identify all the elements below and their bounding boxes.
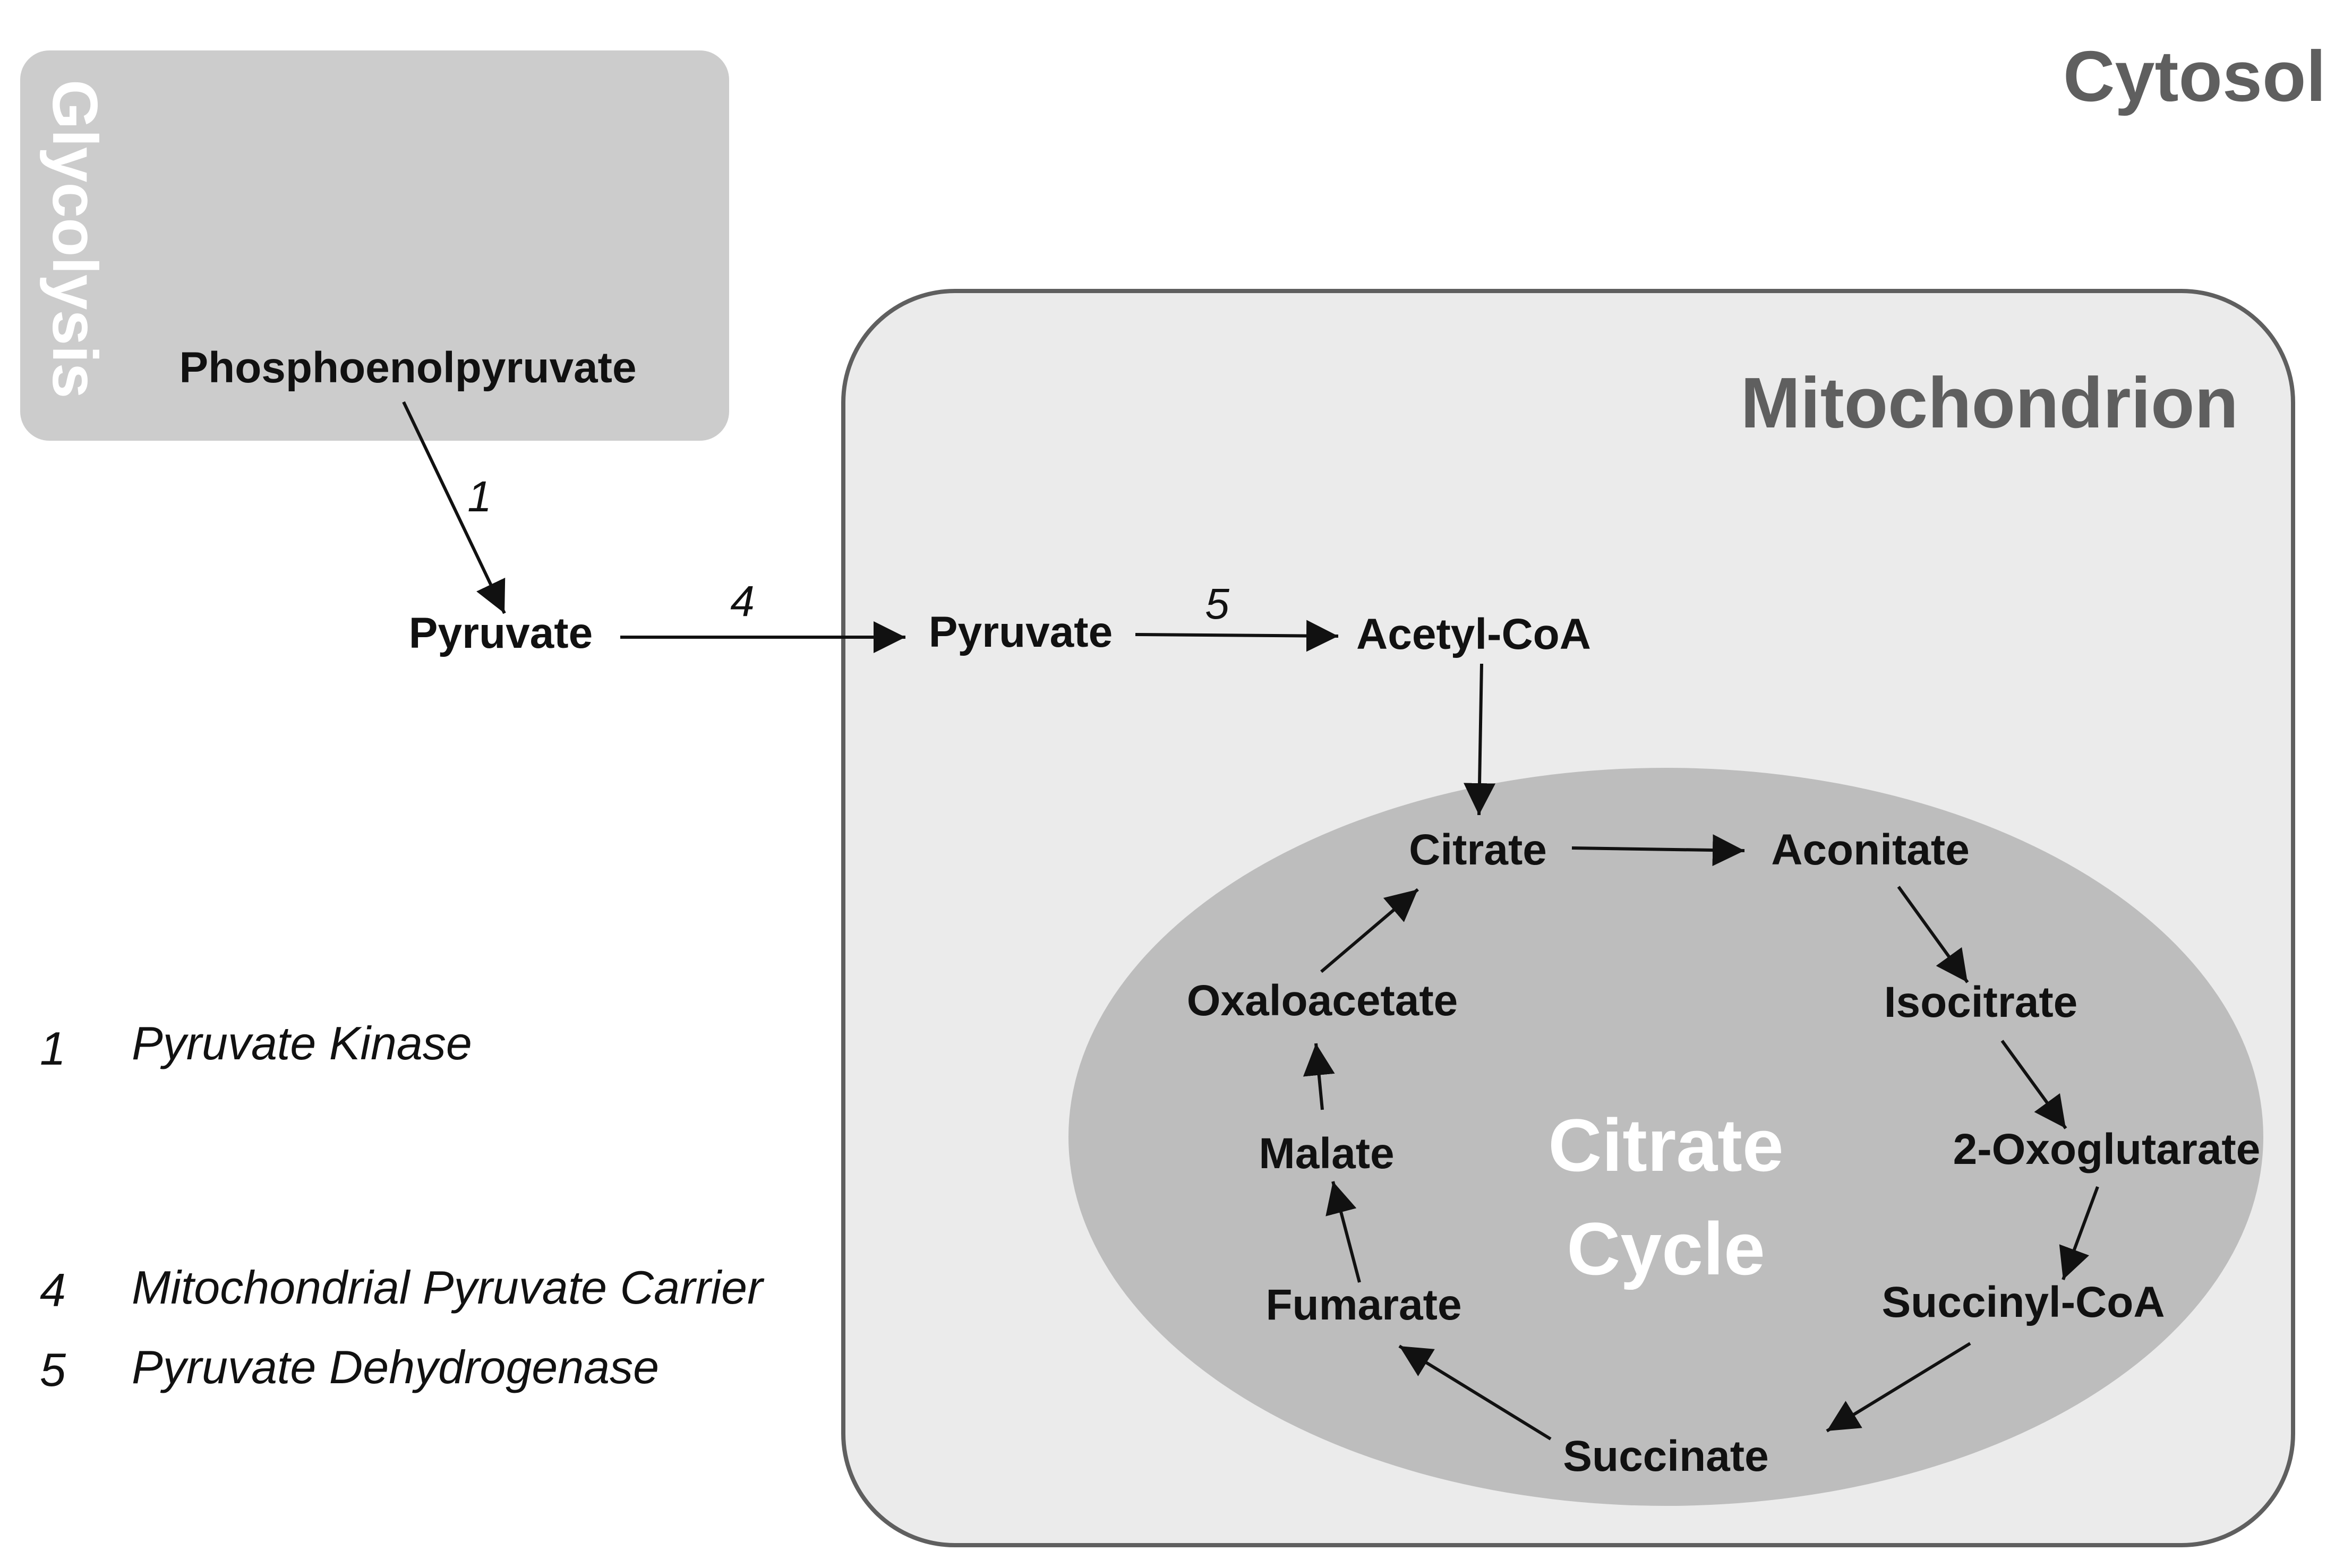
metabolite-fumarate: Fumarate <box>1265 1281 1461 1329</box>
arrow-citrate-to-aconitate <box>1571 834 1745 867</box>
legend: 1 Pyruvate Kinase 4 Mitochondrial Pyruva… <box>40 1017 765 1396</box>
citrate-cycle-title-line2: Cycle <box>1567 1207 1765 1290</box>
metabolite-aconitate: Aconitate <box>1771 826 1970 874</box>
arrow-fumarate-to-malate <box>1325 1181 1361 1283</box>
arrow-oxoglutarate-to-succinylcoa <box>2059 1186 2099 1281</box>
metabolite-succinate: Succinate <box>1563 1432 1768 1480</box>
arrow-oxaloacetate-to-citrate <box>1320 888 1419 973</box>
legend-enzyme: Pyruvate Kinase <box>132 1017 472 1069</box>
glycolysis-title: Glycolysis <box>39 80 110 398</box>
arrow-pyruvate-to-acetylcoa <box>1135 620 1339 652</box>
arrow-acetylcoa-to-citrate <box>1464 663 1496 816</box>
metabolite-succinyl-coa: Succinyl-CoA <box>1881 1278 2165 1326</box>
step-number-5: 5 <box>1205 580 1229 628</box>
glycolysis-box <box>20 50 729 441</box>
metabolite-oxaloacetate: Oxaloacetate <box>1187 976 1458 1025</box>
metabolite-acetyl-coa: Acetyl-CoA <box>1356 610 1591 658</box>
mitochondrion-title: Mitochondrion <box>1741 363 2238 443</box>
arrow-succinate-to-fumarate <box>1398 1344 1552 1441</box>
arrow-isocitrate-to-oxoglutarate <box>2000 1040 2067 1129</box>
legend-number: 1 <box>40 1022 66 1075</box>
metabolite-malate: Malate <box>1259 1129 1394 1178</box>
step-number-4: 4 <box>730 577 755 626</box>
legend-enzyme: Mitochondrial Pyruvate Carrier <box>132 1261 765 1314</box>
legend-number: 5 <box>40 1343 66 1396</box>
legend-number: 4 <box>40 1264 66 1316</box>
metabolite-citrate: Citrate <box>1409 826 1547 874</box>
metabolite-phosphoenolpyruvate: Phosphoenolpyruvate <box>179 344 636 392</box>
step-number-1: 1 <box>467 473 492 521</box>
metabolite-pyruvate-cytosol: Pyruvate <box>409 609 593 657</box>
citrate-cycle-title-line1: Citrate <box>1548 1103 1783 1187</box>
metabolite-isocitrate: Isocitrate <box>1884 978 2078 1026</box>
arrow-aconitate-to-isocitrate <box>1897 886 1969 983</box>
metabolite-pyruvate-mitochondrion: Pyruvate <box>929 608 1113 656</box>
cytosol-title: Cytosol <box>2063 36 2326 116</box>
legend-enzyme: Pyruvate Dehydrogenase <box>132 1341 659 1393</box>
arrow-succinylcoa-to-succinate <box>1826 1342 1971 1433</box>
arrow-malate-to-oxaloacetate <box>1303 1043 1335 1110</box>
metabolite-2-oxoglutarate: 2-Oxoglutarate <box>1953 1125 2261 1173</box>
arrow-pep-to-pyruvate <box>402 401 506 614</box>
